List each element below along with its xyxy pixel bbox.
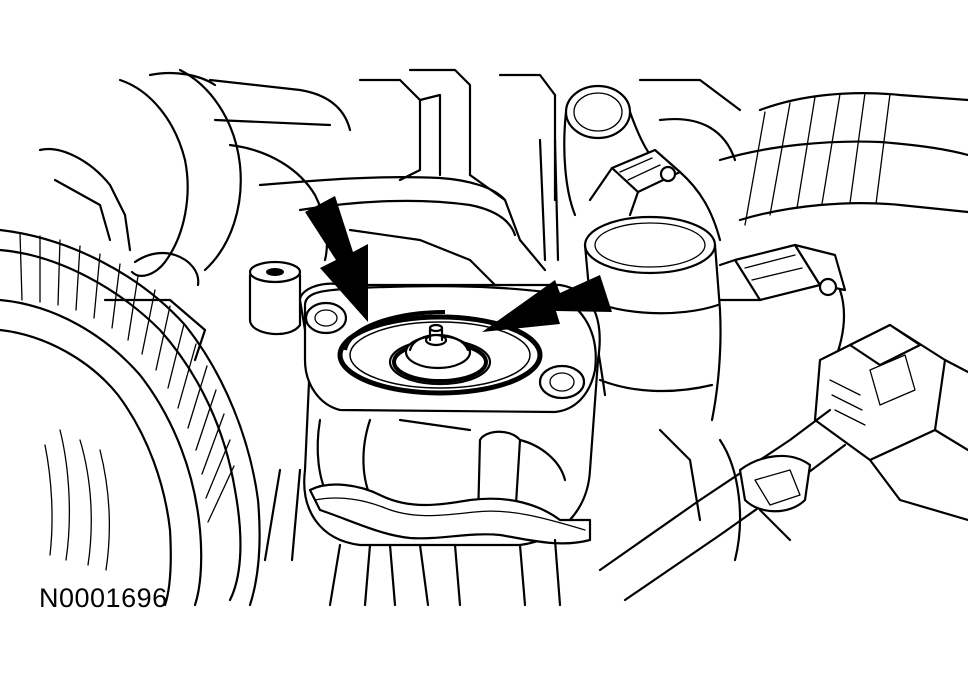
callout-arrows	[305, 196, 612, 332]
harness-connector	[813, 323, 968, 522]
sensor-connector-upper	[588, 148, 722, 242]
upper-right-hose	[638, 78, 968, 226]
coolant-elbow	[538, 84, 667, 262]
upper-hose	[118, 68, 352, 287]
engine-block-upper	[228, 68, 557, 292]
callout-arrow-left	[305, 196, 368, 322]
pulley-ribs	[19, 232, 235, 523]
figure-id-label: N0001696	[39, 583, 168, 613]
fan-pulley-assembly	[0, 147, 261, 607]
lower-pipes	[263, 468, 562, 607]
lower-right-hose	[598, 408, 847, 602]
sensor-connector-right	[718, 243, 847, 387]
callout-arrow-right	[482, 275, 612, 332]
filler-neck	[583, 215, 722, 422]
